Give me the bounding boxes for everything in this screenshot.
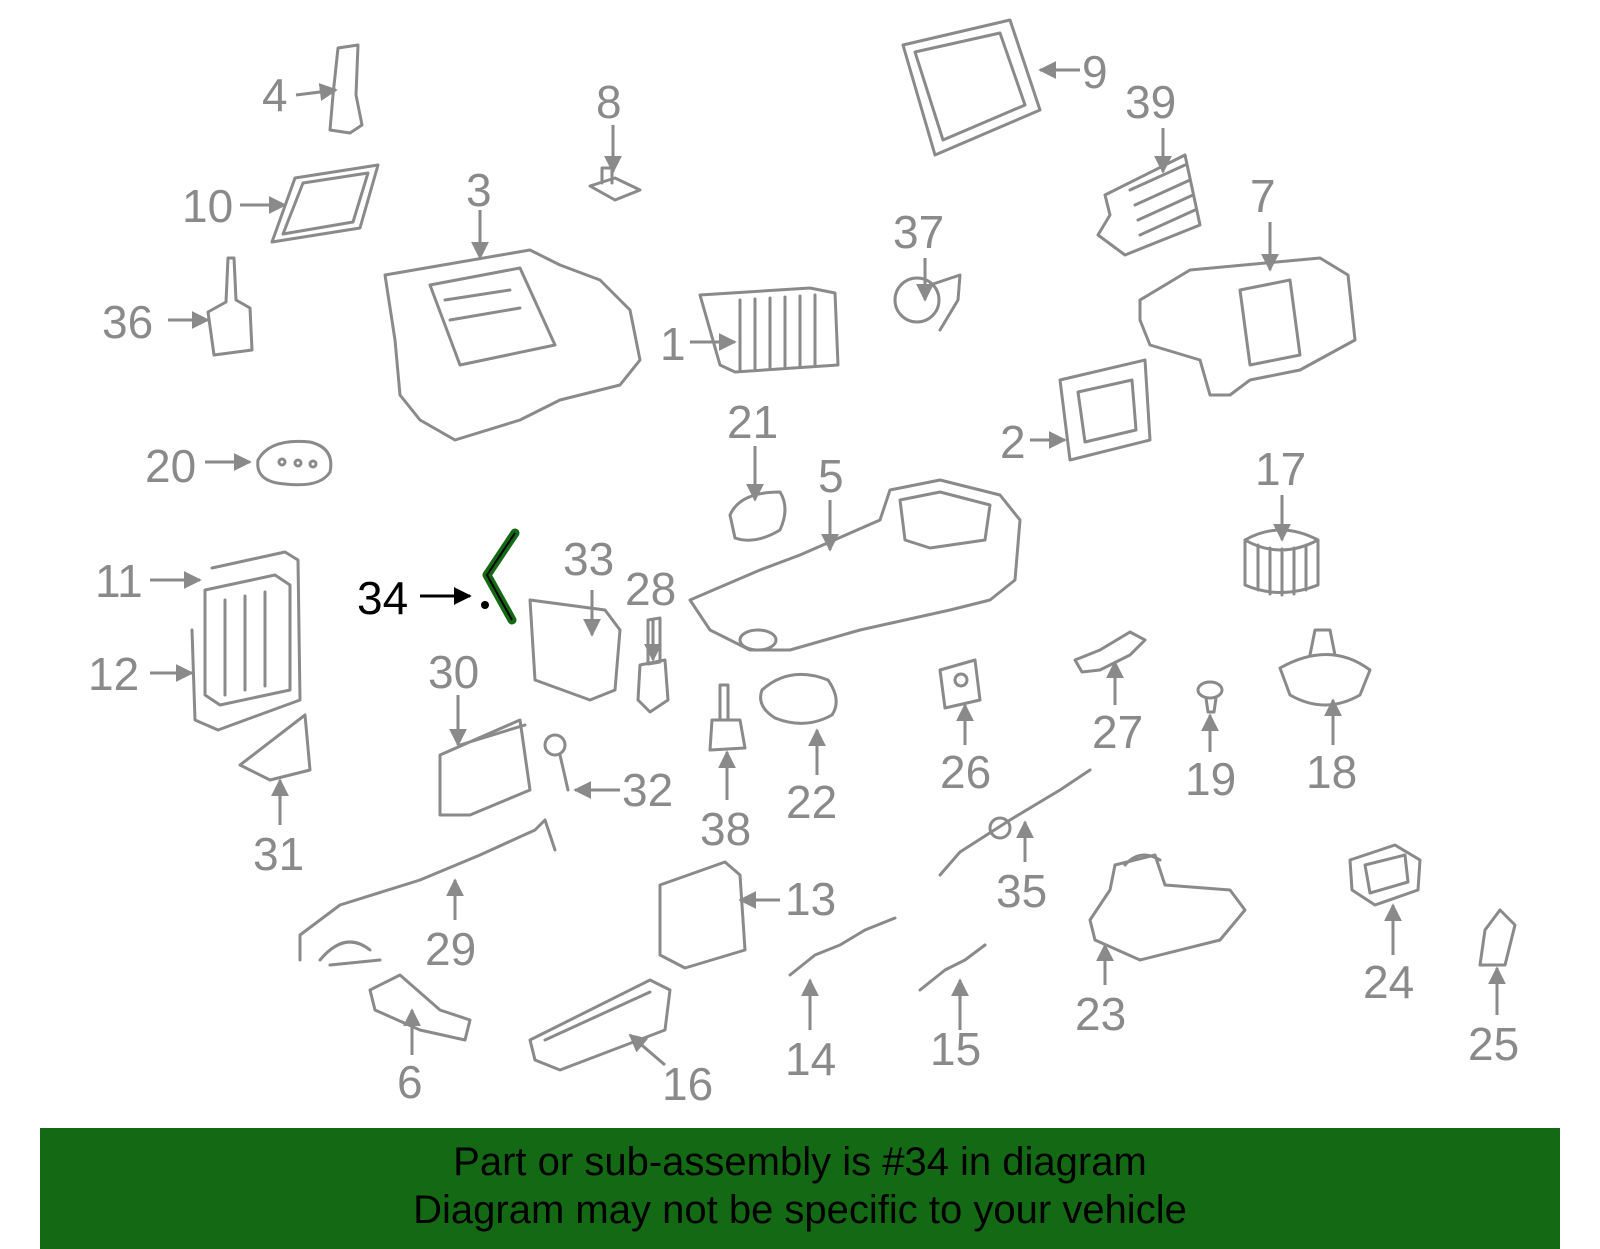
- callout-12: 12: [88, 648, 139, 700]
- callout-21: 21: [727, 396, 778, 448]
- callout-27: 27: [1092, 706, 1143, 758]
- part-8-clip: [588, 166, 642, 202]
- part-3-housing: [383, 248, 642, 442]
- part-37-actuator: [893, 273, 962, 332]
- callout-37: 37: [893, 206, 944, 258]
- callout-20: 20: [145, 440, 196, 492]
- callout-34: 34: [357, 572, 408, 624]
- part-25-bracket: [1478, 908, 1517, 967]
- part-23-duct: [1088, 853, 1247, 962]
- part-20-grommet: [256, 439, 333, 487]
- exploded-parts-diagram: 4 8 9 39 10 3 7 37 36 1 2 20 21 5 17 11 …: [88, 18, 1519, 1110]
- callout-18: 18: [1306, 746, 1357, 798]
- part-21-seal: [728, 490, 787, 542]
- callout-2: 2: [1000, 416, 1026, 468]
- callout-19: 19: [1185, 753, 1236, 805]
- callout-35: 35: [996, 865, 1047, 917]
- part-20-hole: [277, 457, 287, 467]
- part-31-bracket: [238, 713, 312, 782]
- callout-arrows: [150, 61, 1506, 1067]
- callout-22: 22: [786, 776, 837, 828]
- part-19-clip: [1196, 680, 1224, 714]
- part-34-highlighted: [481, 528, 520, 625]
- callout-33: 33: [563, 533, 614, 585]
- callout-6: 6: [397, 1056, 423, 1108]
- part-12-seal: [190, 550, 302, 732]
- part-16-tray: [528, 978, 672, 1072]
- callout-14: 14: [785, 1033, 836, 1085]
- part-drawings: [190, 18, 1517, 1072]
- part-18-blower-motor: [1278, 628, 1372, 707]
- callout-4: 4: [262, 69, 288, 121]
- part-38-actuator: [708, 683, 747, 752]
- callout-10: 10: [182, 180, 233, 232]
- part-36-actuator: [206, 256, 254, 357]
- part-10-filter: [270, 163, 380, 244]
- part-20-hole: [293, 458, 303, 468]
- callout-32: 32: [622, 764, 673, 816]
- part-2-door: [1058, 358, 1152, 462]
- part-27-arm: [1073, 630, 1147, 674]
- part-9-filter: [901, 18, 1042, 157]
- part-32-sensor: [543, 733, 570, 792]
- callout-25: 25: [1468, 1018, 1519, 1070]
- callout-31: 31: [253, 828, 304, 880]
- part-30-module: [438, 718, 532, 817]
- part-7-duct: [1138, 256, 1357, 397]
- part-11-heater-core: [203, 573, 292, 707]
- callout-7: 7: [1250, 170, 1276, 222]
- part-15-hose: [918, 943, 987, 992]
- banner-line-part-number: Part or sub-assembly is #34 in diagram: [453, 1140, 1147, 1184]
- callout-15: 15: [930, 1023, 981, 1075]
- callout-3: 3: [466, 164, 492, 216]
- part-5-case: [688, 478, 1022, 652]
- callout-26: 26: [940, 746, 991, 798]
- callout-30: 30: [428, 646, 479, 698]
- part-34-hose: [482, 528, 520, 625]
- part-17-blower-wheel: [1243, 528, 1320, 597]
- part-26-bracket: [938, 658, 982, 710]
- callout-11: 11: [95, 555, 143, 607]
- callout-17: 17: [1255, 443, 1306, 495]
- part-20-hole: [308, 459, 318, 469]
- callout-29: 29: [425, 923, 476, 975]
- callout-16: 16: [662, 1058, 713, 1110]
- callout-38: 38: [700, 803, 751, 855]
- part-14-hose: [788, 916, 897, 977]
- callout-labels: 4 8 9 39 10 3 7 37 36 1 2 20 21 5 17 11 …: [88, 46, 1519, 1110]
- part-34-junction: [481, 601, 489, 609]
- callout-39: 39: [1125, 76, 1176, 128]
- part-33-module: [528, 598, 622, 702]
- part-1-evaporator: [698, 286, 840, 374]
- banner-line-disclaimer: Diagram may not be specific to your vehi…: [413, 1188, 1187, 1232]
- callout-28: 28: [625, 563, 676, 615]
- part-13-module: [658, 860, 747, 970]
- part-22-gasket: [759, 672, 838, 725]
- callout-36: 36: [102, 296, 153, 348]
- callout-5: 5: [818, 450, 844, 502]
- part-24-vent: [1348, 843, 1422, 907]
- part-6-bracket: [368, 973, 472, 1042]
- callout-13: 13: [785, 873, 836, 925]
- callout-9: 9: [1082, 46, 1108, 98]
- part-39-vent: [1096, 153, 1202, 257]
- info-banner: Part or sub-assembly is #34 in diagram D…: [40, 1128, 1560, 1249]
- callout-23: 23: [1075, 988, 1126, 1040]
- callout-24: 24: [1363, 956, 1414, 1008]
- callout-1: 1: [660, 318, 686, 370]
- callout-8: 8: [596, 76, 622, 128]
- part-29-harness: [298, 818, 557, 967]
- part-35-cable: [938, 768, 1092, 877]
